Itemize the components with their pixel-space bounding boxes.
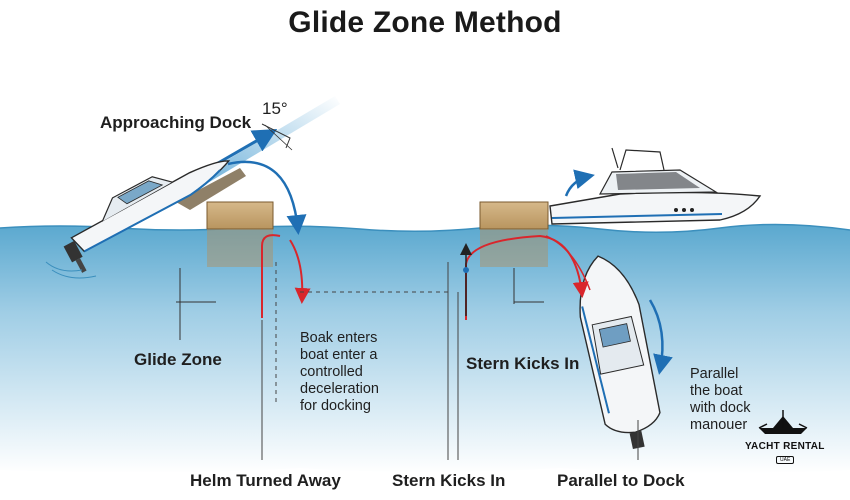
- parallel-line-3: with dock: [690, 400, 751, 416]
- dock-right: [479, 201, 549, 267]
- boat-enters-line-4: deceleration: [300, 381, 379, 397]
- label-approaching-dock: Approaching Dock: [100, 113, 252, 132]
- label-stern-kicks-in: Stern Kicks In: [392, 471, 506, 490]
- boat-parallel: [579, 255, 661, 450]
- logo-sub: UAE: [776, 456, 795, 464]
- parallel-line-4: manouer: [690, 417, 748, 433]
- water-surface-line: [0, 223, 850, 234]
- boat-enters-line-1: Boak enters: [300, 330, 378, 346]
- label-stern-kicks-in-mid: Stern Kicks In: [466, 354, 580, 373]
- angle-ref: [264, 124, 293, 151]
- red-path-right: [545, 235, 591, 291]
- page-title: Glide Zone Method: [288, 6, 562, 39]
- red-path-left: [261, 234, 281, 318]
- boat-docked: [549, 147, 762, 225]
- wake-ripples: [45, 261, 97, 279]
- turn-arrow-left: [227, 160, 307, 235]
- yacht-rental-logo: [758, 410, 808, 434]
- label-parallel: Parallel the boat with dock manouer: [690, 366, 800, 434]
- label-boat-enters: Boak enters boat enter a controlled dece…: [300, 330, 420, 415]
- boat-enters-line-3: controlled: [300, 364, 363, 380]
- parallel-line-1: Parallel: [690, 366, 739, 382]
- red-arrow-left: [289, 239, 311, 304]
- approach-ramp: [176, 168, 246, 210]
- label-glide-zone: Glide Zone: [134, 350, 222, 369]
- label-helm-turned-away: Helm Turned Away: [190, 471, 341, 490]
- label-parallel-to-dock: Parallel to Dock: [557, 471, 685, 490]
- stern-arrow-top: [564, 169, 595, 197]
- angle-arc: [261, 123, 291, 149]
- water: [0, 224, 850, 474]
- boat-approaching: [63, 160, 231, 273]
- logo-name: YACHT RENTAL: [745, 441, 825, 452]
- boat-enters-line-2: boat enter a: [300, 347, 378, 363]
- parallel-arrow: [648, 299, 673, 375]
- label-angle: 15°: [262, 99, 288, 118]
- stern-pivot-dot: [463, 267, 469, 273]
- dock-left: [206, 201, 274, 267]
- parallel-line-2: the boat: [690, 383, 743, 399]
- boat-enters-line-5: for docking: [300, 398, 371, 414]
